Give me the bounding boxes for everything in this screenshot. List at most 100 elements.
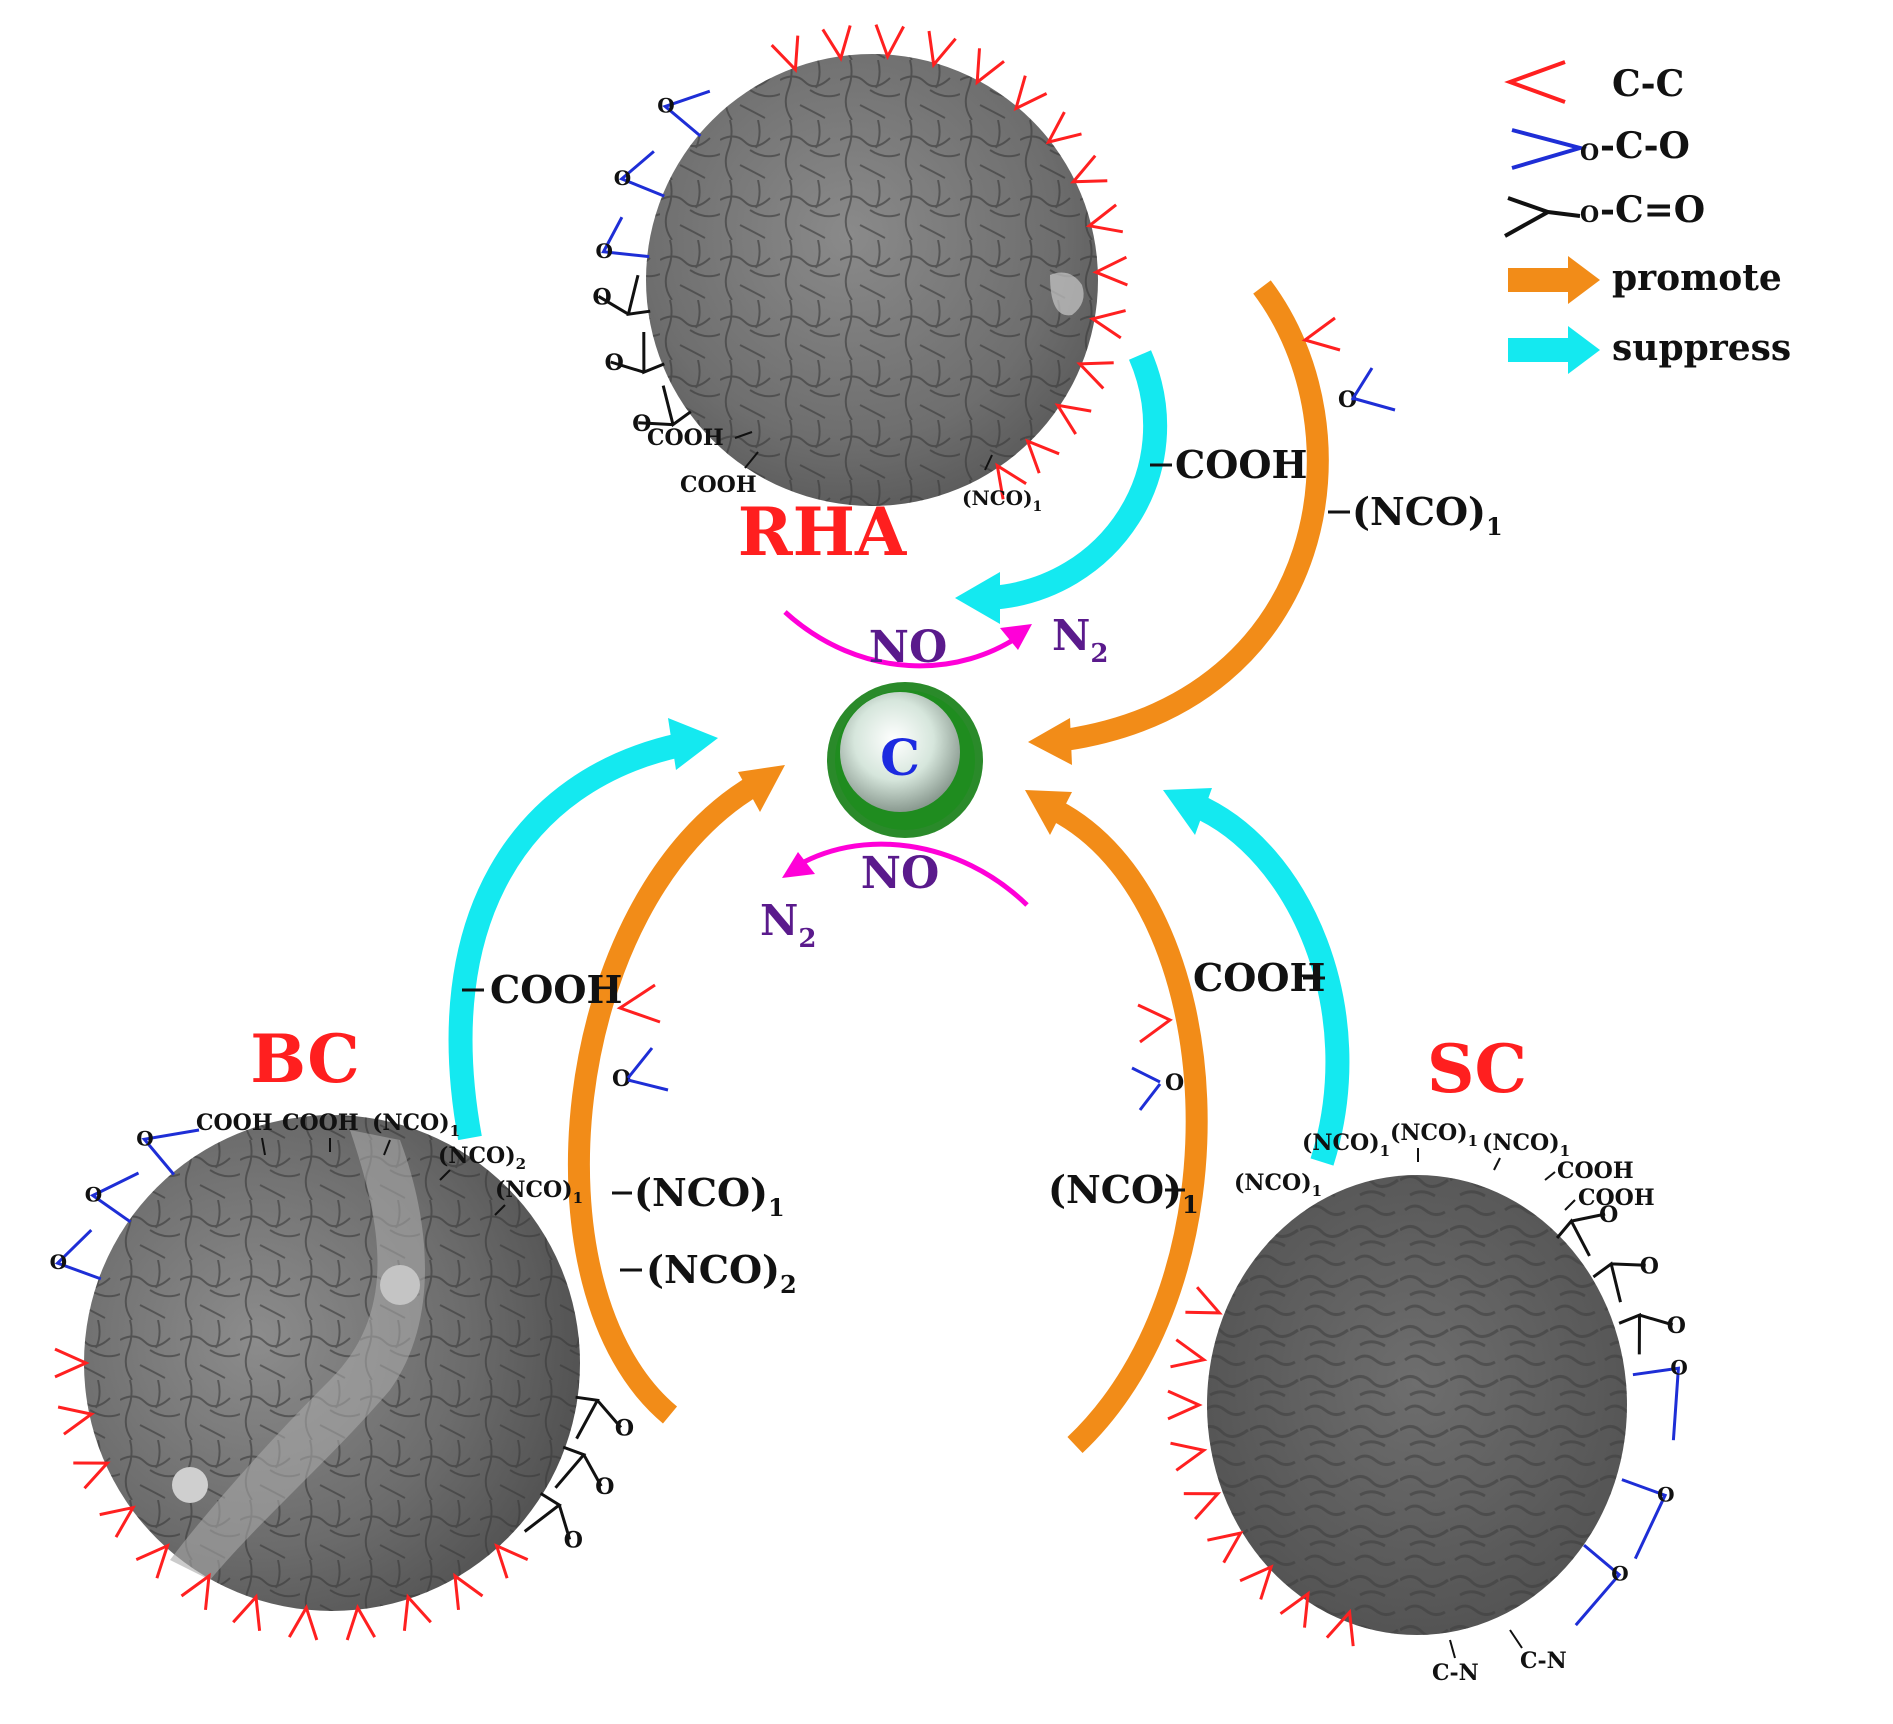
bc-cc-bond-3 (99, 1505, 136, 1538)
bc-cc-bond-9 (402, 1593, 432, 1631)
bc-co-oxygen-2: O (50, 1250, 67, 1274)
rha-promote-arrowhead (1028, 718, 1072, 765)
bc-ceo-oxygen-1: O (595, 1474, 614, 1500)
sc-cc-bond-1 (1170, 1338, 1208, 1369)
rha-cc-bond-1 (821, 25, 852, 62)
rha-nco-label: (NCO)1 (1352, 489, 1503, 541)
svg-text:COOH: COOH (1578, 1185, 1655, 1211)
svg-text:-C-O: -C-O (1600, 125, 1690, 167)
legend-cc: C-C (1504, 60, 1684, 105)
svg-text:(NCO)1: (NCO)1 (1302, 1130, 1390, 1160)
bc-cooh-label: COOH (490, 967, 622, 1012)
bc-ceo-bond-1 (554, 1445, 603, 1489)
sc-ceo-bond-0 (1555, 1212, 1606, 1257)
rha-co-oxygen-1: O (614, 166, 631, 190)
no-reaction-bottom: NO N2 (760, 841, 1029, 954)
rha-cc-bond-3 (927, 30, 957, 69)
rha-co-bond-1 (618, 150, 665, 198)
suppress-arrow-icon (1568, 326, 1600, 374)
sc-ceo-oxygen-1: O (1640, 1253, 1659, 1279)
rha-cooh-label: COOH (1175, 442, 1307, 487)
svg-text:C-N: C-N (1520, 1648, 1567, 1674)
bc-promote-arrowhead (738, 765, 785, 812)
sc-cc-bond-4 (1183, 1492, 1222, 1521)
bc-surface-text: COOH COOH (NCO)1 (NCO)2 (NCO)1 (196, 1110, 583, 1216)
n2-label-bottom: N2 (760, 896, 816, 954)
bc-cc-bond-10 (453, 1572, 484, 1611)
promote-arrow-icon (1568, 256, 1600, 304)
rha-ceo-bond-2 (638, 385, 692, 428)
svg-text:(NCO)1: (NCO)1 (495, 1177, 583, 1207)
svg-text:C-C: C-C (1612, 63, 1684, 105)
svg-text:(NCO)1: (NCO)1 (1234, 1170, 1322, 1200)
rha-cc-bond-0 (770, 35, 800, 73)
svg-text:(NCO)1: (NCO)1 (962, 486, 1042, 515)
rha-promote-arrow (1063, 280, 1329, 751)
rha-suppress-arrowhead (955, 572, 1000, 624)
sc-cc-bond-8 (1325, 1608, 1355, 1647)
sc-arrow-labels: COOH (NCO)1 O (1048, 955, 1325, 1219)
sc-co-oxygen-1: O (1657, 1482, 1674, 1506)
sc-ceo-bond-2 (1618, 1312, 1674, 1355)
bc-label: BC (250, 1020, 360, 1098)
legend-co: O -C-O (1511, 125, 1690, 170)
bc-cc-bond-8 (345, 1604, 376, 1641)
rha-co-oxygen-0: O (657, 93, 674, 117)
svg-text:O: O (612, 1066, 631, 1092)
svg-text:promote: promote (1612, 257, 1782, 299)
rha-cc-bond-10 (1088, 309, 1126, 340)
svg-text:(NCO)1: (NCO)1 (372, 1110, 460, 1140)
sc-co-bond-2 (1574, 1543, 1622, 1627)
cc-bond-icon (1504, 60, 1566, 104)
legend-suppress: suppress (1508, 326, 1791, 374)
sc-cc-bond-5 (1207, 1530, 1244, 1564)
rha-ceo-oxygen-2: O (632, 411, 651, 437)
svg-text:(NCO)2: (NCO)2 (438, 1143, 526, 1173)
bc-co-oxygen-1: O (85, 1183, 102, 1207)
svg-text:COOH: COOH (1557, 1158, 1634, 1184)
bc-cc-bond-0 (54, 1347, 90, 1379)
rha-cc-bond-7 (1069, 154, 1108, 184)
center-carbon: C (827, 682, 983, 838)
sc-cc-bond-2 (1167, 1389, 1203, 1421)
rha-ceo-bond-0 (597, 274, 651, 316)
sc-ceo-oxygen-0: O (1599, 1202, 1618, 1228)
sc-co-bond-0 (1632, 1366, 1681, 1441)
rha-particle (646, 54, 1098, 506)
no-reaction-top: NO N2 (783, 610, 1108, 673)
sc-particle (1207, 1175, 1627, 1635)
svg-text:O: O (1338, 387, 1357, 413)
rha-cc-bond-4 (975, 48, 1005, 86)
bc-ceo-bond-0 (575, 1395, 623, 1440)
rha-ceo-oxygen-1: O (605, 350, 624, 376)
bc-suppress-arrowhead (668, 718, 718, 770)
bc-co-bond-0 (141, 1128, 200, 1176)
rha-cc-bond-2 (874, 24, 905, 61)
sc-suppress-arrowhead (1163, 788, 1212, 835)
sc-label: SC (1427, 1030, 1527, 1108)
rha-cc-bond-5 (1013, 75, 1048, 112)
svg-text:COOH: COOH (282, 1110, 359, 1136)
rha-label: RHA (738, 493, 907, 571)
bc-ceo-oxygen-0: O (615, 1416, 634, 1442)
bc-particle (84, 1115, 580, 1611)
svg-text:-C=O: -C=O (1600, 189, 1705, 231)
sc-surface-text: (NCO)1 (NCO)1 (NCO)1 (NCO)1 COOH COOH C-… (1234, 1120, 1655, 1686)
rha-surface-text: COOH COOH (NCO)1 (647, 425, 1042, 515)
rha-ceo-oxygen-0: O (593, 284, 612, 310)
legend-ceo: O -C=O (1504, 189, 1705, 238)
svg-text:C-N: C-N (1432, 1660, 1479, 1686)
rha-ceo-bond-1 (610, 331, 665, 375)
rha-cc-bond-11 (1076, 361, 1114, 390)
bc-cc-bond-1 (57, 1405, 95, 1436)
sc-promote-arrow (1049, 800, 1208, 1453)
bc-co-bond-1 (89, 1171, 140, 1224)
sc-promote-arrowhead (1025, 790, 1072, 835)
svg-text:suppress: suppress (1612, 327, 1791, 369)
sc-co-oxygen-2: O (1611, 1562, 1628, 1586)
carbon-label: C (880, 728, 920, 787)
rha-co-bond-0 (662, 89, 711, 138)
svg-text:(NCO)1: (NCO)1 (1390, 1120, 1478, 1150)
